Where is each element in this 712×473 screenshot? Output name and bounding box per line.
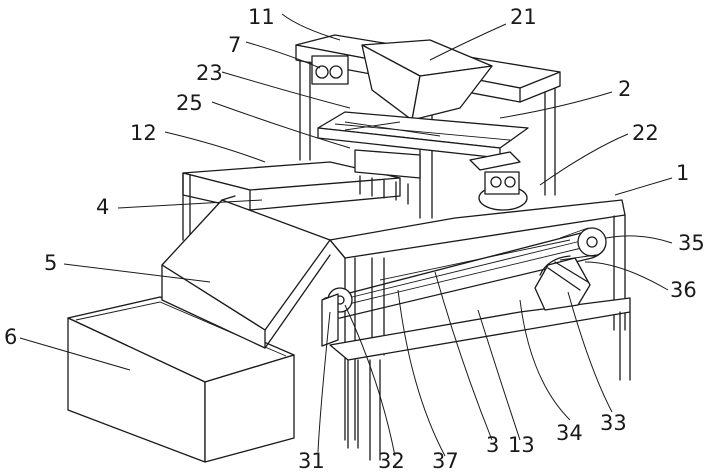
label-32: 32: [378, 449, 405, 473]
label-11: 11: [248, 5, 275, 29]
label-34: 34: [556, 421, 583, 445]
label-1: 1: [676, 161, 689, 185]
label-13: 13: [508, 433, 535, 457]
label-22: 22: [632, 121, 659, 145]
label-35: 35: [678, 231, 705, 255]
label-4: 4: [96, 195, 109, 219]
label-3: 3: [486, 433, 499, 457]
label-23: 23: [196, 61, 223, 85]
label-5: 5: [44, 251, 57, 275]
vibration-motor: [470, 152, 527, 210]
label-7: 7: [228, 33, 241, 57]
label-2: 2: [618, 77, 631, 101]
drive-motor: [535, 256, 590, 310]
label-33: 33: [600, 411, 627, 435]
label-31: 31: [298, 449, 325, 473]
label-36: 36: [670, 278, 697, 302]
label-25: 25: [176, 91, 203, 115]
label-37: 37: [432, 449, 459, 473]
label-21: 21: [510, 5, 537, 29]
label-6: 6: [4, 325, 17, 349]
label-12: 12: [130, 121, 157, 145]
